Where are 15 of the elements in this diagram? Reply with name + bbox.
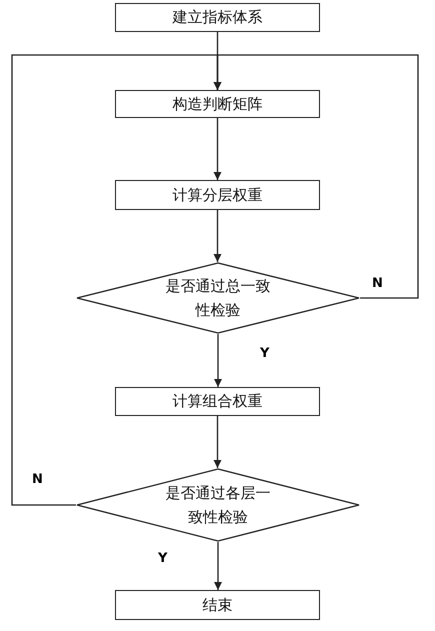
arrow: [214, 334, 222, 387]
process-box: 计算组合权重: [115, 387, 320, 416]
arrow: [214, 118, 222, 180]
decision-diamond: [76, 262, 360, 334]
decision-text: 是否通过总一致性检验: [164, 276, 272, 321]
decision-text: 是否通过各层一致性检验: [164, 483, 272, 528]
arrow: [214, 416, 222, 468]
arrow: [214, 210, 222, 262]
arrow: [214, 542, 222, 590]
process-box: 建立指标体系: [115, 3, 320, 32]
process-box: 构造判断矩阵: [115, 90, 320, 118]
process-box: 结束: [115, 590, 320, 620]
decision-diamond: [76, 468, 360, 542]
arrow: [11, 54, 222, 506]
process-box: 计算分层权重: [115, 180, 320, 210]
